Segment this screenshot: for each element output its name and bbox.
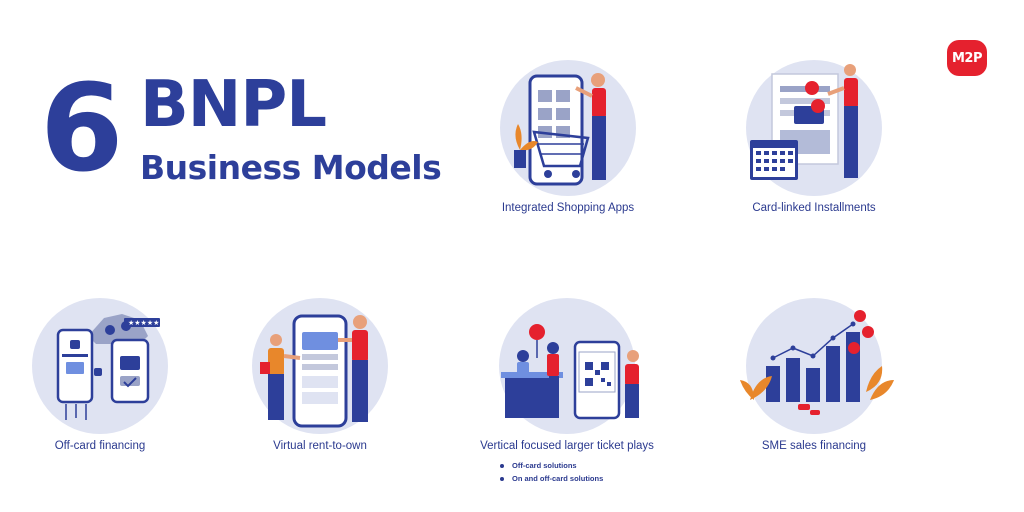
sub-item-list: Off-card solutions On and off-card solut… xyxy=(500,459,603,485)
model-card-vertical-focused-larger-ticket-plays: Vertical focused larger ticket plays Off… xyxy=(467,296,667,496)
card-calendar-illustration xyxy=(746,60,882,196)
hero-number: 6 xyxy=(40,60,123,199)
model-label: SME sales financing xyxy=(761,440,867,452)
model-card-sme-sales-financing: SME sales financing xyxy=(714,296,914,456)
sub-item: Off-card solutions xyxy=(500,459,603,472)
shopping-cart-phone-illustration xyxy=(500,60,636,196)
model-label: Card-linked Installments xyxy=(752,202,876,214)
bar-chart-illustration xyxy=(740,298,894,434)
phone-people-illustration xyxy=(252,298,388,434)
model-label: Vertical focused larger ticket plays xyxy=(480,440,654,452)
m2p-logo: M2P xyxy=(947,40,987,76)
bullet-icon xyxy=(500,476,504,481)
model-card-off-card-financing: ★★★★★ Off-card financing xyxy=(0,296,200,456)
qr-counter-illustration xyxy=(499,298,639,434)
model-card-virtual-rent-to-own: Virtual rent-to-own xyxy=(220,296,420,456)
model-card-card-linked-installments: Card-linked Installments xyxy=(714,58,914,218)
model-label: Off-card financing xyxy=(54,440,146,452)
svg-text:★★★★★: ★★★★★ xyxy=(128,319,159,327)
model-card-integrated-shopping-apps: Integrated Shopping Apps xyxy=(468,58,668,218)
hero-title-line1: BNPL xyxy=(140,68,327,142)
bullet-icon xyxy=(500,463,504,468)
sub-item: On and off-card solutions xyxy=(500,472,603,485)
hero-title-line2: Business Models xyxy=(140,148,442,187)
secure-payment-phone-illustration: ★★★★★ xyxy=(32,298,168,434)
hero-title: 6 BNPL Business Models xyxy=(40,70,460,200)
model-label: Integrated Shopping Apps xyxy=(501,202,635,214)
model-label: Virtual rent-to-own xyxy=(273,440,367,452)
